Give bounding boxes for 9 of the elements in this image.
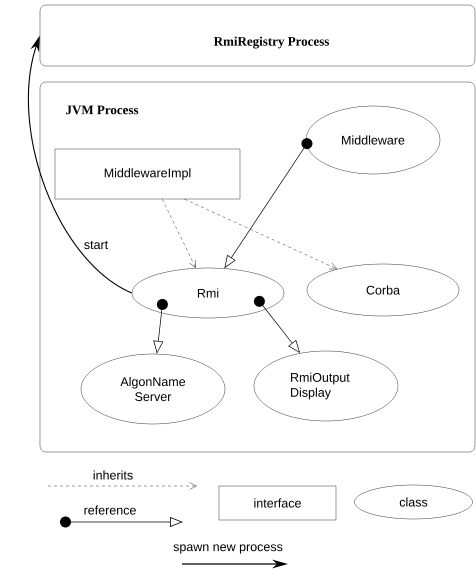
- arrow: [162, 199, 196, 268]
- legend-box: interface: [218, 486, 336, 520]
- arrow: [184, 199, 338, 270]
- legend-label: inherits: [94, 470, 133, 480]
- edge-label: start: [82, 240, 110, 250]
- interface-box: MiddlewareImpl: [54, 148, 240, 200]
- process-box: RmiRegistry Process: [40, 4, 476, 66]
- legend-label: spawn new process: [173, 544, 282, 554]
- legend-label: reference: [84, 505, 136, 515]
